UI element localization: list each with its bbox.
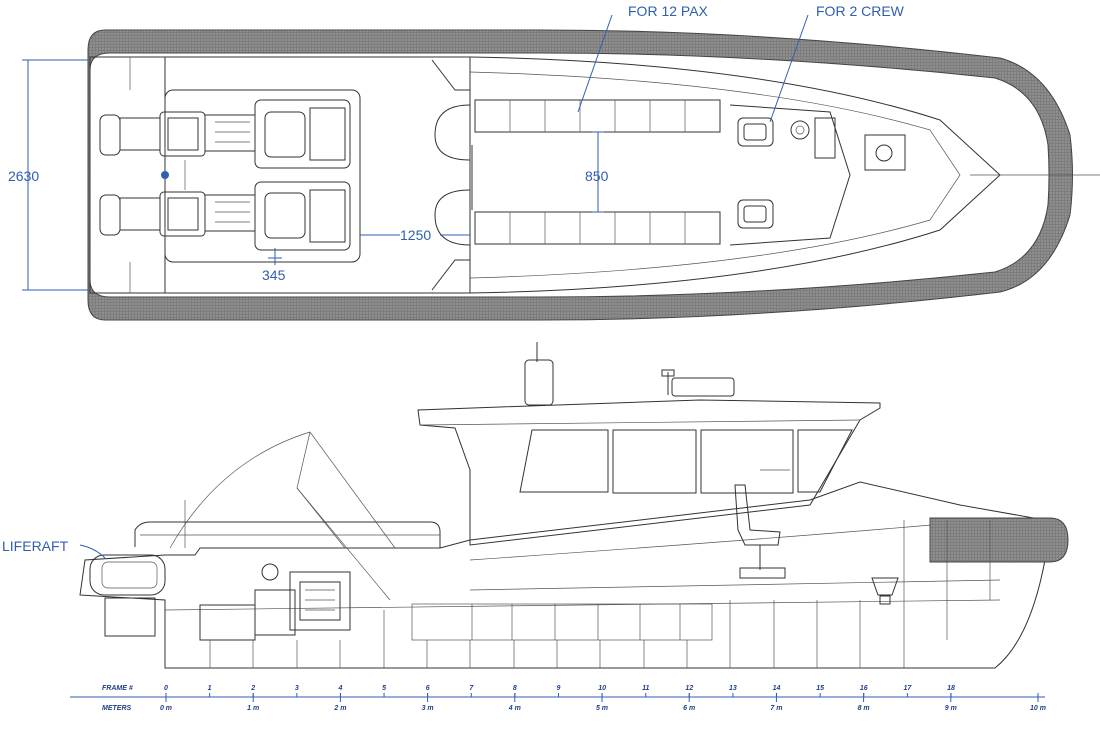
meter-tick-label: 5 m [596,705,608,712]
frame-tick-label: 4 [337,685,342,692]
engine-lower [99,181,351,251]
meter-tick-label: 0 m [160,705,172,712]
meter-ticks: 0 m 1 m 2 m 3 m 4 m 5 m 6 m 7 m 8 m 9 m 10 m [160,693,1046,712]
meter-tick-label: 6 m [683,705,695,712]
frame-tick-label: 15 [816,685,824,692]
helm-seat [734,484,786,579]
meter-tick-label: 9 m [945,705,957,712]
frame-tick-label: 10 [598,685,606,692]
steering-wheel-icon [790,120,810,140]
frame-tick-label: 1 [208,685,212,692]
hull-lockers [411,603,713,641]
frame-tick-label: 8 [513,685,517,692]
meters-scale-label: METERS [102,705,132,712]
liferaft-label: LIFERAFT [2,538,69,554]
frame-tick-label: 18 [947,685,955,692]
engine-profile [104,563,351,641]
cabin-windows [519,429,853,494]
profile-view: LIFERAFT [2,342,1069,669]
frame-tick-label: 17 [903,685,912,692]
meter-tick-label: 3 m [422,705,434,712]
liferaft [89,554,166,596]
plan-view: FOR 12 PAX FOR 2 CREW 2630 850 1250 345 [8,3,1100,321]
frame-tick-label: 13 [729,685,737,692]
frame-tick-label: 9 [557,685,561,692]
frame-tick-label: 12 [685,685,693,692]
meter-tick-label: 1 m [247,705,259,712]
aisle-dimension: 850 [585,168,609,184]
frame-tick-label: 14 [773,685,781,692]
bow-fitting-icon [875,144,893,162]
cabin [417,399,881,546]
plan-collar-tube [87,29,1073,321]
frame-tick-label: 5 [382,685,386,692]
frame-tick-label: 7 [469,685,474,692]
frame-tick-label: 16 [860,685,868,692]
meter-tick-label: 7 m [770,705,782,712]
crew-seat-lower [737,199,774,229]
frame-tick-label: 2 [250,685,255,692]
meter-tick-label: 8 m [858,705,870,712]
engine-upper [99,99,351,169]
meter-tick-label: 2 m [333,705,346,712]
frame-tick-label: 11 [642,685,649,692]
profile-bow-tube [929,517,1069,563]
frame-tick-label: 3 [295,685,299,692]
pax-label: FOR 12 PAX [628,3,709,19]
beam-dimension: 2630 [8,168,39,184]
crew-seat-upper [737,117,774,147]
meter-tick-label: 4 m [508,705,521,712]
engine-offset-dimension: 345 [262,267,286,283]
engine-gap-dimension: 1250 [400,227,431,243]
frame-scale-label: FRAME # [102,685,133,692]
meter-tick-label: 10 m [1030,705,1046,712]
frame-tick-label: 6 [426,685,430,692]
frame-lines [209,520,991,668]
crew-label: FOR 2 CREW [816,3,905,19]
frame-tick-label: 0 [164,685,168,692]
profile-hull [79,481,1046,669]
